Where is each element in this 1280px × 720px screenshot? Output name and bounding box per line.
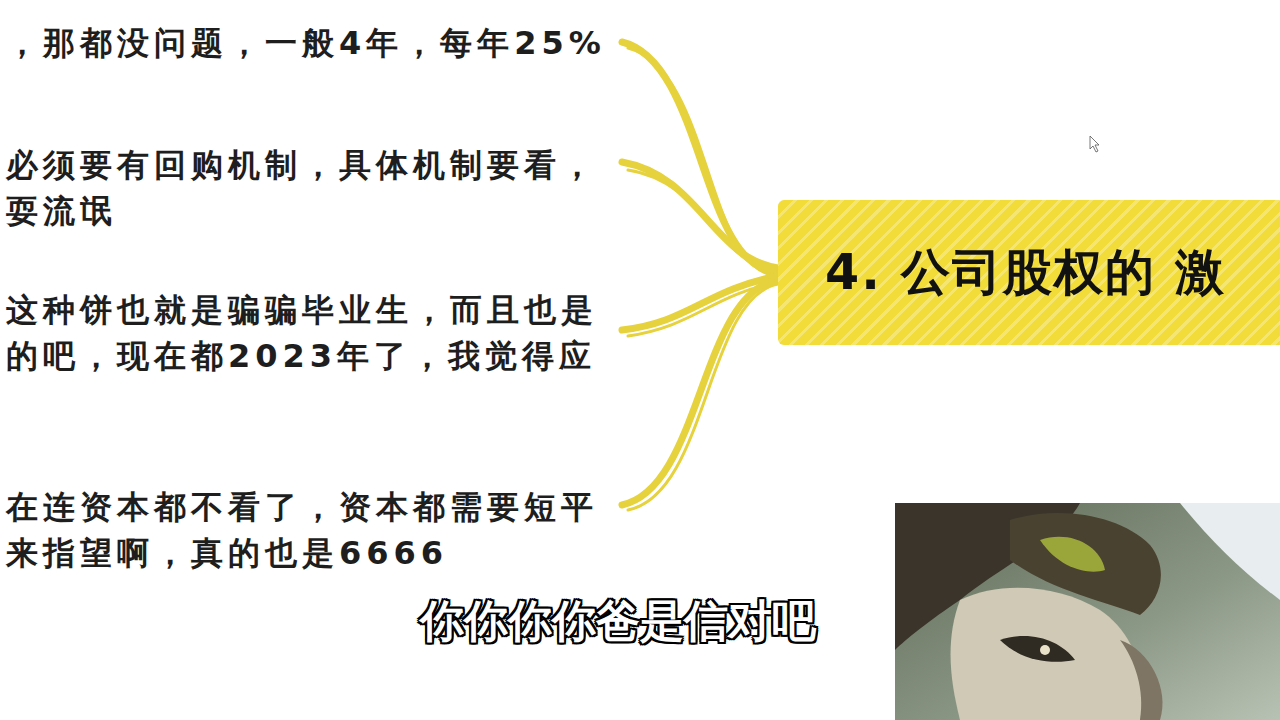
branch-text: 在连资本都不看了，资本都需要短平 来指望啊，真的也是6666 (6, 484, 646, 576)
branch-text: 这种饼也就是骗骗毕业生，而且也是 的吧，现在都2023年了，我觉得应 (6, 287, 646, 379)
video-subtitle: 你你你你爸是信对吧 (420, 592, 816, 651)
branch-text: ，那都没问题，一般4年，每年25% (6, 20, 646, 66)
branch-text: 必须要有回购机制，具体机制要看， 耍流氓 (6, 142, 646, 234)
topic-box: 4. 公司股权的 激 (778, 200, 1280, 345)
character-picture (895, 503, 1280, 720)
cursor-icon (1090, 136, 1099, 152)
topic-title: 4. 公司股权的 激 (825, 240, 1280, 306)
